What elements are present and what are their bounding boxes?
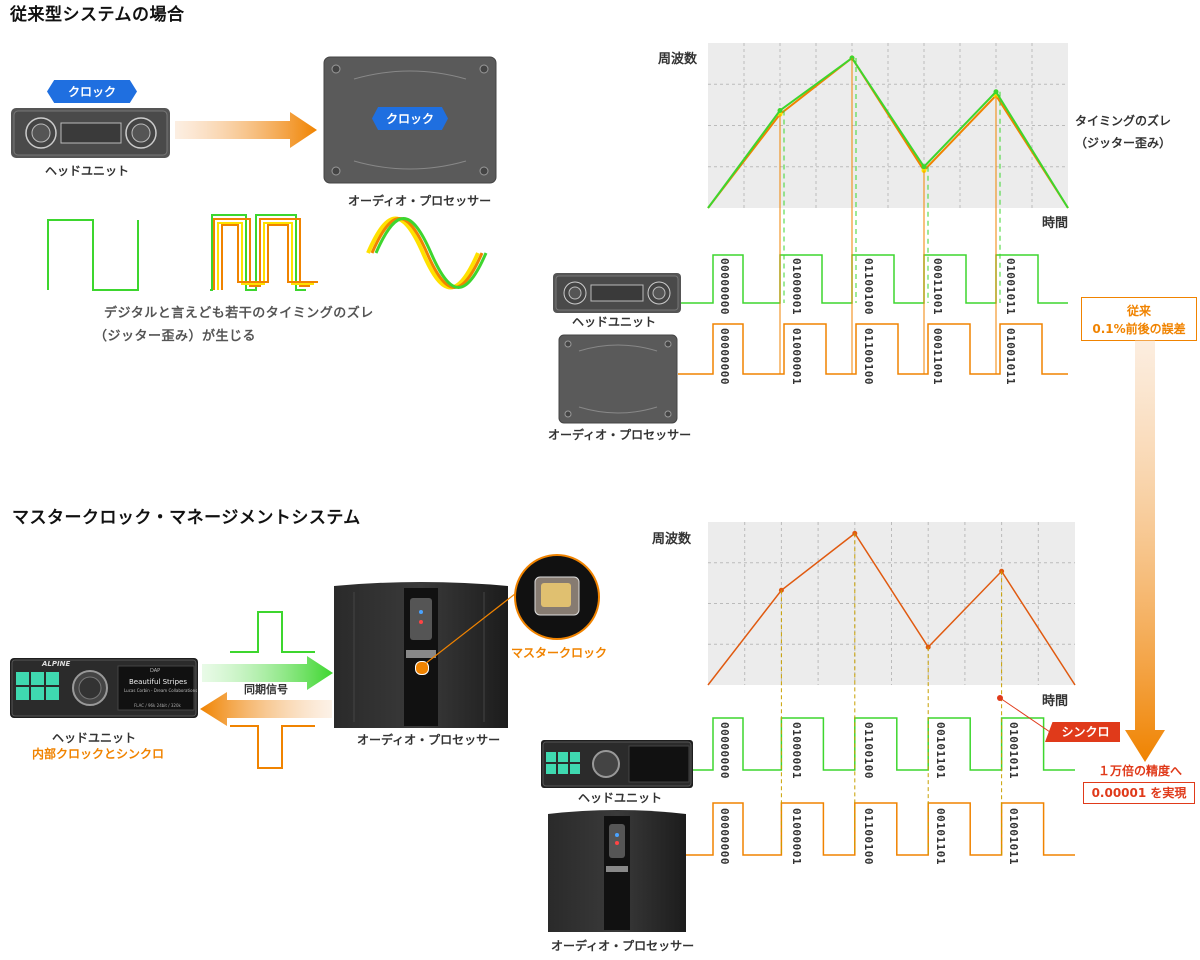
digital-wave bbox=[678, 717, 1075, 771]
bit-word-label: 00011001 bbox=[931, 258, 944, 315]
bit-word-label: 01100100 bbox=[862, 808, 875, 865]
error-label-1: 従来 bbox=[1126, 304, 1151, 318]
improvement-arrow bbox=[1125, 340, 1165, 769]
sine-wave-jitter bbox=[366, 215, 488, 294]
bit-word-label: 01000001 bbox=[790, 722, 803, 779]
new-head-unit-label: ヘッドユニット bbox=[52, 731, 137, 745]
square-wave-clean bbox=[47, 219, 148, 294]
series-line bbox=[707, 532, 1076, 686]
data-arrow bbox=[175, 112, 320, 152]
sync-badge: シンクロ bbox=[1045, 722, 1120, 742]
square-wave-jitter bbox=[210, 214, 320, 294]
bit-word-label: 01000001 bbox=[790, 328, 803, 385]
sync-wave-green bbox=[230, 611, 320, 656]
sync-arrow-orange bbox=[200, 692, 332, 730]
chart1-processor-label: オーディオ・プロセッサー bbox=[548, 428, 692, 442]
jitter-desc-2: （ジッター歪み）が生じる bbox=[94, 329, 257, 344]
screen-title: Beautiful Stripes bbox=[129, 678, 188, 686]
bit-word-label: 01001011 bbox=[1004, 258, 1017, 315]
clock-badge: クロック bbox=[47, 80, 137, 103]
bit-word-label: 00011001 bbox=[931, 328, 944, 385]
bit-word-label: 00000000 bbox=[718, 328, 731, 385]
result-value-box: 0.00001 を実現 bbox=[1083, 782, 1195, 804]
chart2-processor-label: オーディオ・プロセッサー bbox=[551, 939, 695, 953]
chart1-processor bbox=[558, 334, 678, 424]
bit-word-label: 00101101 bbox=[934, 722, 947, 779]
screen-info: FLAC / 96k 24bit / 320k bbox=[134, 703, 181, 708]
chart1-x-label: 時間 bbox=[1042, 216, 1069, 231]
sync-arrow-green bbox=[202, 656, 334, 694]
bit-word-label: 01100100 bbox=[862, 722, 875, 779]
master-clock-indicator bbox=[415, 661, 429, 675]
chart2-head-unit-label: ヘッドユニット bbox=[578, 791, 663, 805]
data-point bbox=[921, 164, 927, 170]
master-clock-image bbox=[513, 553, 601, 641]
section2-title: マスタークロック・マネージメントシステム bbox=[12, 508, 361, 528]
processor-clock-badge: クロック bbox=[372, 107, 448, 130]
bit-word-label: 01000001 bbox=[790, 258, 803, 315]
bit-word-label: 00000000 bbox=[718, 808, 731, 865]
bit-word-label: 01001011 bbox=[1007, 722, 1020, 779]
section1-title: 従来型システムの場合 bbox=[10, 5, 185, 25]
jitter-desc-1: デジタルと言えども若干のタイミングのズレ bbox=[104, 306, 374, 321]
precision-label: １万倍の精度へ bbox=[1098, 764, 1183, 778]
chart2-y-label: 周波数 bbox=[652, 532, 692, 547]
digital-wave bbox=[678, 323, 1068, 375]
screen-subtitle: Lucas Corbin - Dream Collaborations bbox=[124, 688, 198, 693]
bit-word-label: 01100100 bbox=[862, 258, 875, 315]
new-processor-label: オーディオ・プロセッサー bbox=[357, 733, 501, 747]
bit-word-label: 01001011 bbox=[1004, 328, 1017, 385]
digital-wave bbox=[678, 802, 1075, 856]
chart2-head-unit bbox=[541, 740, 693, 788]
chart1-y-label: 周波数 bbox=[658, 52, 698, 67]
error-label-2: 0.1%前後の誤差 bbox=[1092, 322, 1186, 336]
data-point bbox=[777, 108, 783, 113]
sync-wave-orange bbox=[230, 725, 320, 775]
device-brand-text: ALPINE bbox=[42, 660, 71, 668]
chart2-x-label: 時間 bbox=[1042, 694, 1069, 709]
sync-badge-label: シンクロ bbox=[1061, 725, 1110, 739]
head-unit-device bbox=[11, 108, 170, 158]
bit-word-label: 00101101 bbox=[934, 808, 947, 865]
chart1-head-unit bbox=[553, 273, 681, 313]
master-clock-label: マスタークロック bbox=[511, 646, 608, 660]
error-box: 従来 0.1%前後の誤差 bbox=[1081, 297, 1197, 341]
series-line bbox=[707, 56, 1069, 209]
screen-tab: DAP bbox=[150, 668, 161, 674]
chart1-annotation-2: （ジッター歪み） bbox=[1075, 136, 1172, 150]
bit-word-label: 01000001 bbox=[790, 808, 803, 865]
bit-word-label: 01001011 bbox=[1007, 808, 1020, 865]
chart1-annotation-1: タイミングのズレ bbox=[1075, 114, 1172, 128]
sync-signal-label: 同期信号 bbox=[244, 683, 288, 696]
head-unit-label: ヘッドユニット bbox=[45, 164, 130, 178]
bit-word-label: 00000000 bbox=[718, 722, 731, 779]
chart2-processor bbox=[548, 810, 686, 932]
chart1-head-unit-label: ヘッドユニット bbox=[572, 315, 657, 329]
processor-label: オーディオ・プロセッサー bbox=[348, 194, 492, 208]
bit-word-label: 01100100 bbox=[862, 328, 875, 385]
internal-sync-label: 内部クロックとシンクロ bbox=[32, 747, 165, 761]
sync-leader bbox=[999, 697, 1051, 733]
series-line bbox=[707, 56, 1069, 209]
bit-word-label: 00000000 bbox=[718, 258, 731, 315]
new-processor-device bbox=[334, 582, 508, 728]
new-head-unit-device bbox=[10, 658, 198, 718]
data-point bbox=[993, 89, 999, 95]
